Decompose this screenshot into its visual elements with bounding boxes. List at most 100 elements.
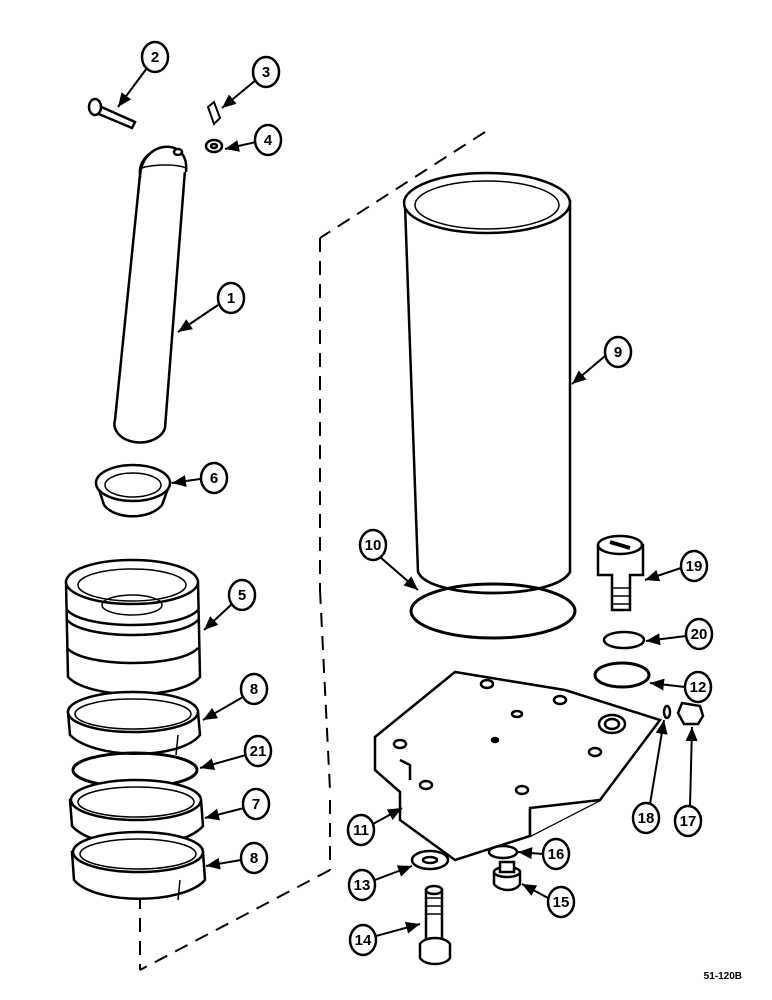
callout-leader-line <box>379 556 419 591</box>
callout-c6: 6 <box>171 461 229 495</box>
callout-c20: 20 <box>645 617 714 651</box>
bottom-fitting <box>492 860 522 892</box>
callout-leader-line <box>517 847 544 860</box>
callout-number: 10 <box>365 537 382 554</box>
callout-number: 12 <box>690 679 707 696</box>
washer-13 <box>410 849 450 871</box>
callout-number: 13 <box>354 877 371 894</box>
figure-reference-code: 51-120B <box>703 971 742 982</box>
piston-rod <box>113 145 188 444</box>
bolt <box>418 884 452 966</box>
callout-leader-line <box>645 633 687 646</box>
callout-bubble <box>216 281 246 315</box>
o-ring-12 <box>593 661 651 689</box>
callout-leader-line <box>199 754 247 770</box>
callout-leader-line <box>374 865 413 881</box>
callout-bubble <box>603 335 633 369</box>
callout-bubble <box>679 549 709 583</box>
callout-bubble <box>199 461 229 495</box>
callout-number: 5 <box>238 587 246 604</box>
callout-number: 15 <box>553 894 570 911</box>
callout-c9: 9 <box>571 335 633 385</box>
callout-bubble <box>239 672 269 706</box>
callout-leader-line <box>649 719 668 805</box>
seal-washer-18 <box>662 704 672 720</box>
callout-number: 17 <box>680 813 697 830</box>
callout-bubble <box>684 617 714 651</box>
callout-leader-line <box>203 603 233 631</box>
callout-c7: 7 <box>204 787 271 821</box>
washer <box>204 138 224 154</box>
callout-c11: 11 <box>346 807 403 847</box>
callout-number: 1 <box>227 290 235 307</box>
callout-leader-line <box>644 567 682 582</box>
callout-leader-line <box>372 807 403 825</box>
callout-bubble <box>348 923 378 957</box>
callout-c12: 12 <box>649 670 713 704</box>
callout-bubble <box>239 841 269 875</box>
o-ring-10 <box>409 582 577 640</box>
callout-c14: 14 <box>348 921 421 957</box>
callout-bubble <box>227 578 257 612</box>
callout-bubble <box>541 837 571 871</box>
callout-bubble <box>358 528 388 562</box>
callout-c19: 19 <box>644 549 709 583</box>
callout-leader-line <box>221 79 257 109</box>
callout-number: 20 <box>691 626 708 643</box>
callout-number: 21 <box>250 743 267 760</box>
callout-leader-line <box>202 696 244 721</box>
hydraulic-fitting <box>596 534 645 612</box>
callout-bubble <box>241 787 271 821</box>
callout-leader-line <box>117 67 148 108</box>
callout-bubble <box>243 734 273 768</box>
callout-number: 8 <box>250 681 258 698</box>
callout-c18: 18 <box>631 719 668 835</box>
callout-c16: 16 <box>517 837 571 871</box>
callout-number: 9 <box>614 344 622 361</box>
callout-leader-line <box>685 726 698 808</box>
callout-leader-line <box>224 140 257 152</box>
callout-leader-line <box>205 857 242 870</box>
callout-number: 3 <box>262 64 270 81</box>
callout-c1: 1 <box>177 281 246 333</box>
callout-leader-line <box>177 304 219 333</box>
callout-bubble <box>140 40 170 74</box>
cylinder-barrel <box>402 171 572 595</box>
callout-leader-line <box>571 355 606 385</box>
callout-c5: 5 <box>203 578 257 631</box>
cup-seal <box>94 463 172 518</box>
piston <box>64 558 202 696</box>
callout-leader-line <box>171 475 201 487</box>
callout-c8b: 8 <box>205 841 269 875</box>
exploded-view-dashed-outline <box>139 131 486 971</box>
callout-bubble <box>253 123 283 157</box>
callout-number: 6 <box>210 470 218 487</box>
o-ring-20 <box>602 630 646 650</box>
callout-c4: 4 <box>224 123 283 157</box>
callout-c13: 13 <box>347 865 413 902</box>
callout-c17: 17 <box>673 726 703 838</box>
callout-c3: 3 <box>221 55 281 109</box>
callout-bubble <box>346 813 376 847</box>
callout-number: 11 <box>353 822 369 839</box>
plug <box>676 701 705 726</box>
callout-leader-line <box>521 883 549 899</box>
callout-bubble <box>631 801 661 835</box>
callout-bubble <box>673 804 703 838</box>
callout-number: 2 <box>151 49 159 66</box>
callout-leader-line <box>375 921 421 937</box>
callout-number: 8 <box>250 850 258 867</box>
o-ring-16 <box>487 844 519 860</box>
callout-bubble <box>683 670 713 704</box>
cotter-pin <box>206 100 222 126</box>
callout-c2: 2 <box>117 40 170 108</box>
callout-number: 4 <box>264 132 273 149</box>
callout-c15: 15 <box>521 883 576 919</box>
callout-number: 18 <box>638 810 655 827</box>
callout-c10: 10 <box>358 528 419 591</box>
callout-c21: 21 <box>199 734 273 770</box>
callout-bubble <box>546 885 576 919</box>
callout-bubble <box>347 868 377 902</box>
